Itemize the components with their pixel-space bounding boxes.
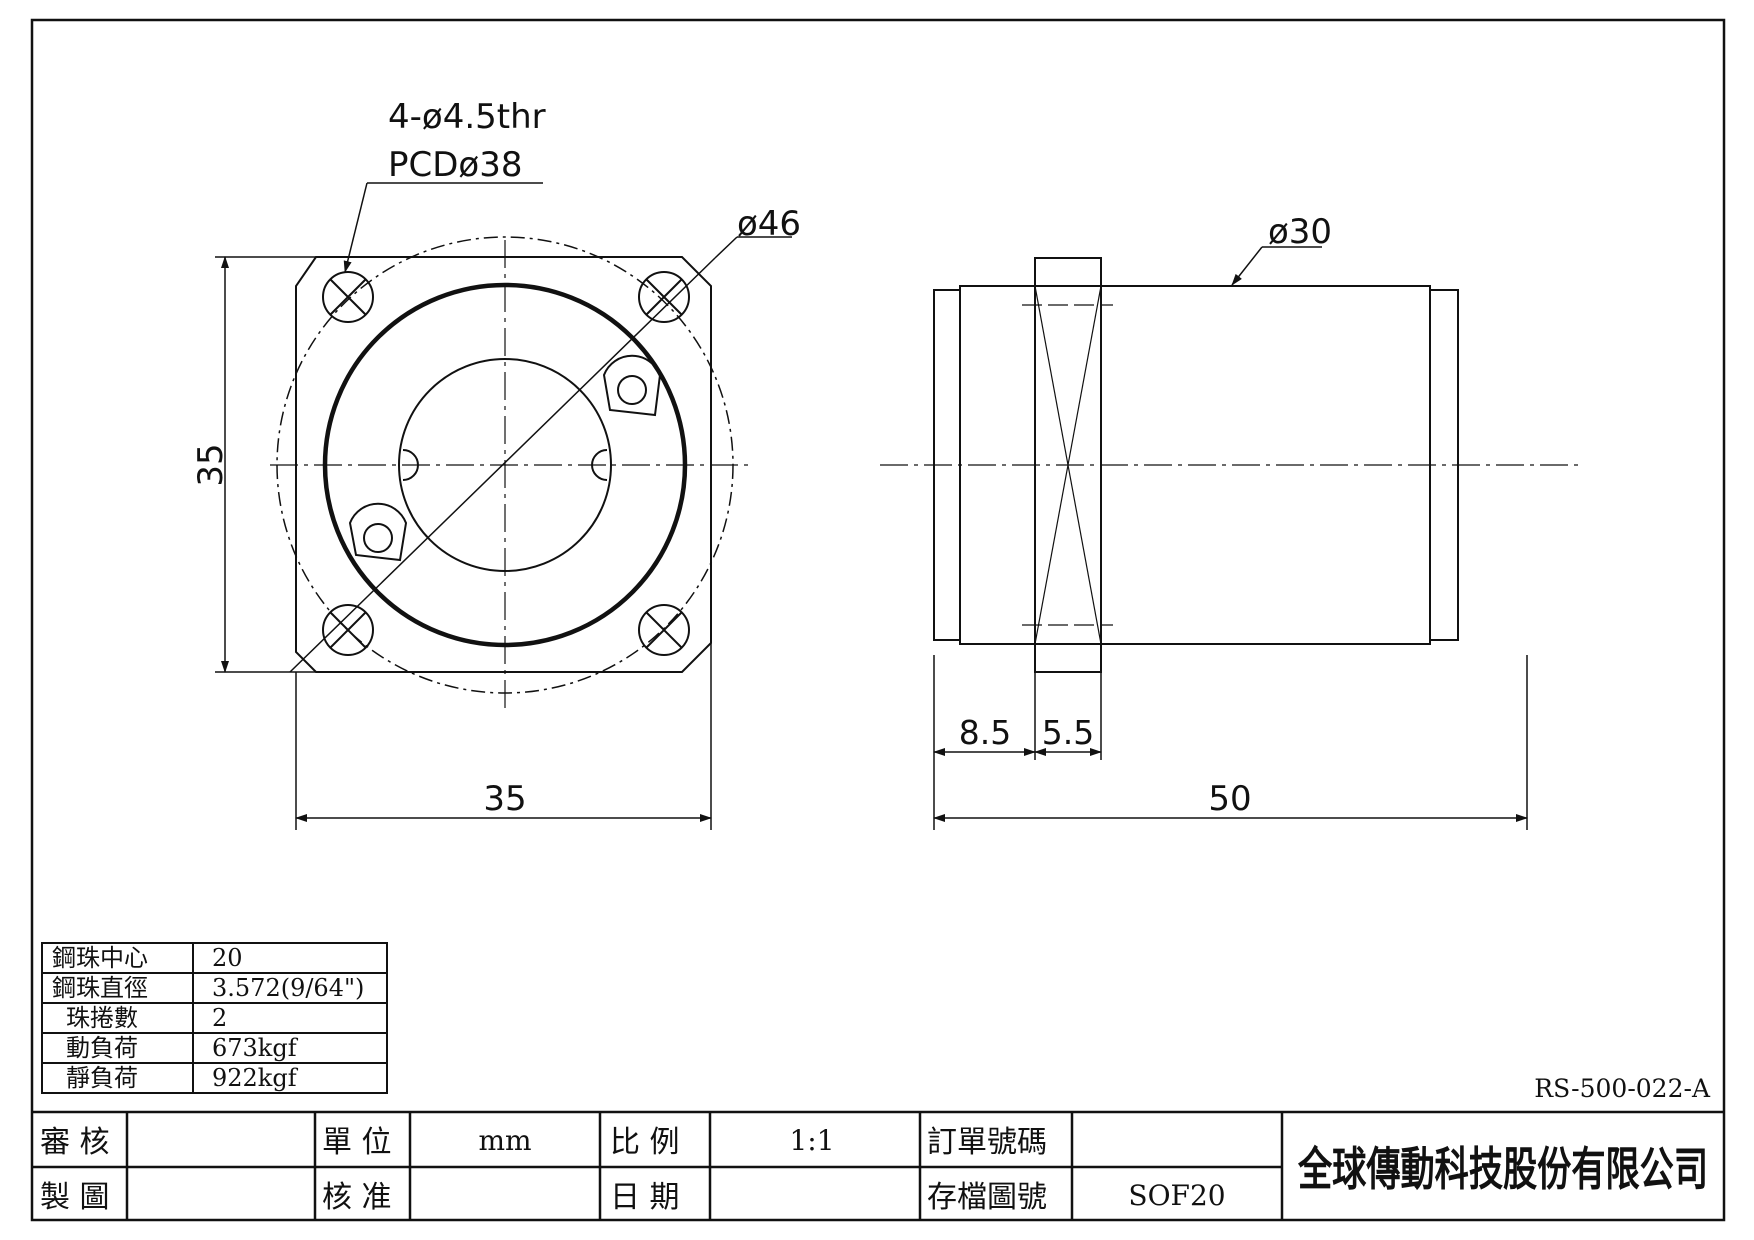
file-label: 存檔圖號 xyxy=(927,1180,1047,1215)
width-dim-label: 35 xyxy=(483,779,526,819)
spec-label-3: 動負荷 xyxy=(66,1034,138,1062)
review-label: 審 核 xyxy=(40,1125,110,1160)
small-dimensions xyxy=(933,655,1102,830)
spec-value-1: 3.572(9/64") xyxy=(212,974,364,1002)
spec-value-3: 673kgf xyxy=(212,1034,299,1062)
sheet-border xyxy=(30,18,1726,1222)
bolt-hole-tl xyxy=(322,271,374,323)
approve-label: 核 准 xyxy=(322,1180,392,1215)
front-view xyxy=(270,236,792,712)
body-od-label: ø30 xyxy=(1268,212,1332,252)
spec-label-0: 鋼珠中心 xyxy=(52,944,148,972)
unit-value: mm xyxy=(478,1124,531,1157)
width-dimension xyxy=(295,643,712,830)
spec-table xyxy=(41,942,388,1094)
body-od-leader xyxy=(1231,246,1322,286)
drawn-label: 製 圖 xyxy=(40,1180,110,1215)
od-leader-ext xyxy=(714,236,738,259)
date-label: 日 期 xyxy=(610,1180,680,1215)
bolt-hole-br xyxy=(638,604,690,656)
total-length-label: 50 xyxy=(1208,779,1251,819)
spec-value-4: 922kgf xyxy=(212,1064,299,1092)
hole-callout-leader xyxy=(343,182,543,273)
height-dim-label: 35 xyxy=(191,443,231,486)
bolt-hole-bl xyxy=(322,604,374,656)
dim-5-5: 5.5 xyxy=(1042,713,1094,752)
title-block xyxy=(32,1110,1724,1220)
bolt-hole-tr xyxy=(638,271,690,323)
hole-callout-line1: 4-ø4.5thr xyxy=(388,97,546,137)
spec-value-2: 2 xyxy=(212,1004,227,1032)
order-label: 訂單號碼 xyxy=(927,1125,1047,1160)
od-leader-diag xyxy=(289,257,716,673)
dim-8-5: 8.5 xyxy=(959,713,1011,752)
spec-label-1: 鋼珠直徑 xyxy=(52,974,148,1002)
unit-label: 單 位 xyxy=(322,1125,392,1160)
height-dimension xyxy=(215,256,316,673)
spec-value-0: 20 xyxy=(212,944,243,972)
spec-label-2: 珠捲數 xyxy=(66,1004,138,1032)
return-boss-lower xyxy=(348,502,408,562)
drawing-number: RS-500-022-A xyxy=(1534,1074,1711,1103)
scale-label: 比 例 xyxy=(610,1125,680,1160)
return-boss-upper xyxy=(602,354,662,417)
flange-outline xyxy=(295,256,712,673)
side-view xyxy=(880,257,1580,673)
hole-callout-line2: PCDø38 xyxy=(388,145,523,185)
length-dimension xyxy=(933,655,1528,830)
company-name: 全球傳動科技股份有限公司 xyxy=(1297,1142,1708,1196)
scale-value: 1:1 xyxy=(789,1124,834,1157)
spec-label-4: 靜負荷 xyxy=(66,1064,138,1092)
file-value: SOF20 xyxy=(1128,1179,1225,1212)
flange-od-label: ø46 xyxy=(737,204,801,244)
